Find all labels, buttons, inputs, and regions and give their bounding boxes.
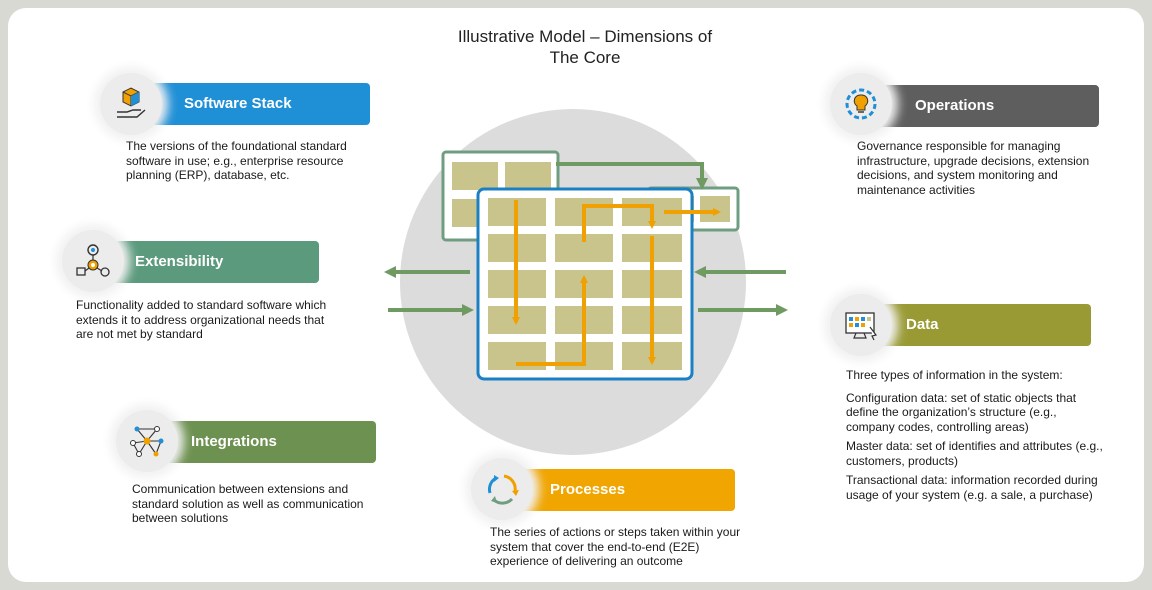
flow-arrows xyxy=(384,162,788,316)
software-stack-label-text: Software Stack xyxy=(184,95,292,112)
diagram-title: Illustrative Model – Dimensions of The C… xyxy=(400,26,770,68)
cycle-arrows-icon xyxy=(471,458,533,520)
processes-label-text: Processes xyxy=(550,481,626,498)
software-stack-label: Software Stack xyxy=(132,83,370,125)
processes-description: The series of actions or steps taken wit… xyxy=(490,525,741,568)
data-configuration: Configuration data: set of static object… xyxy=(846,390,1077,434)
data-label-text: Data xyxy=(906,316,939,333)
extensibility-label: Extensibility xyxy=(100,241,319,283)
operations-description: Governance responsible for managing infr… xyxy=(857,139,1090,197)
lightbulb-gear-icon xyxy=(830,73,892,135)
data-label: Data xyxy=(870,304,1091,346)
data-intro: Three types of information in the system… xyxy=(846,368,1063,382)
process-arrows xyxy=(512,200,721,366)
cube-in-hand-icon xyxy=(100,73,162,135)
operations-label: Operations xyxy=(868,85,1099,127)
integrations-description: Communication between extensions and sta… xyxy=(132,482,364,525)
gear-network-icon xyxy=(62,230,124,292)
integrations-label-text: Integrations xyxy=(191,433,277,450)
processes-label: Processes xyxy=(513,469,735,511)
extensibility-label-text: Extensibility xyxy=(135,253,224,270)
title-line-2: The Core xyxy=(549,48,621,67)
integrations-label: Integrations xyxy=(157,421,376,463)
extensibility-description: Functionality added to standard software… xyxy=(76,298,327,341)
data-master: Master data: set of identifies and attri… xyxy=(846,439,1103,468)
data-description: Three types of information in the system… xyxy=(846,368,1104,507)
software-stack-description: The versions of the foundational standar… xyxy=(126,139,347,182)
operations-label-text: Operations xyxy=(915,97,995,114)
monitor-chart-icon xyxy=(830,294,892,356)
network-nodes-icon xyxy=(116,410,178,472)
data-transactional: Transactional data: information recorded… xyxy=(846,473,1098,502)
title-line-1: Illustrative Model – Dimensions of xyxy=(457,27,713,46)
